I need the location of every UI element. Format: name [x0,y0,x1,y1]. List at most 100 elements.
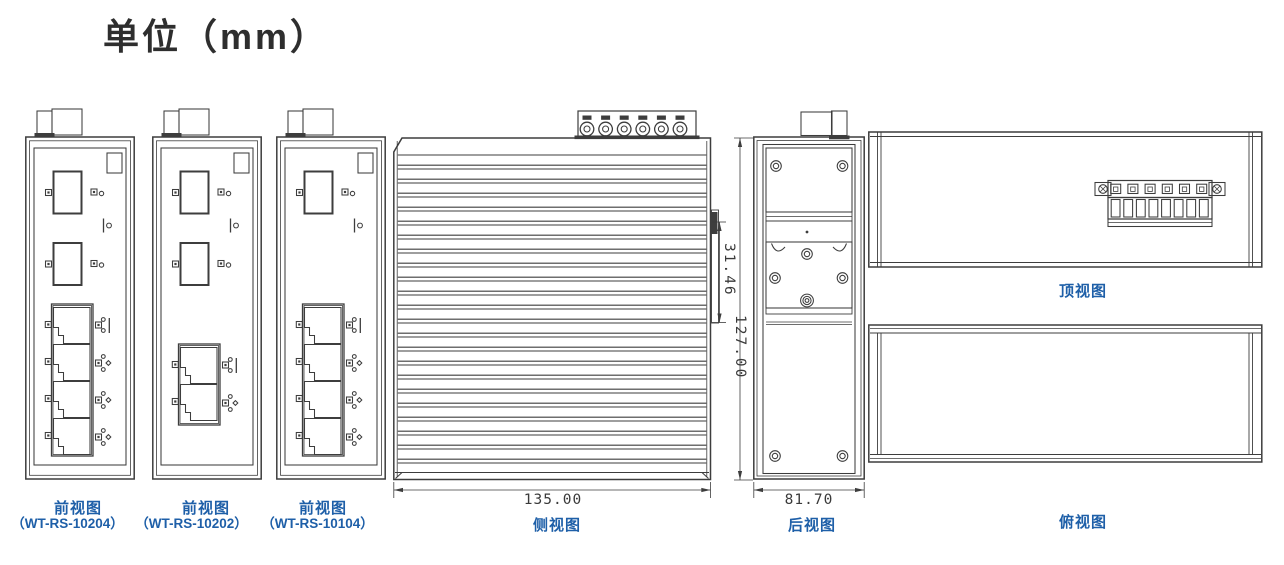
port-indicator [44,260,53,268]
terminal-screw [598,114,614,137]
front-view-10104-label: 前视图 [298,500,347,517]
chassis-outline [152,136,262,480]
power-led [353,218,363,233]
spring-hook [771,243,786,252]
led-indicator [223,358,237,373]
port-indicator [44,394,52,403]
top-connector [800,110,850,140]
bottom-view-drawing [868,324,1263,463]
screw [836,272,849,284]
top-connector [285,108,334,137]
sfp-port-1 [171,170,231,215]
led-indicator [96,392,111,409]
width-dimension-line [753,482,865,498]
back-view-label: 后视图 [787,517,836,534]
port-indicator [295,357,303,366]
chassis-outline [868,324,1263,463]
port-indicator [171,188,180,197]
led-indicator [91,189,104,196]
terminal-screw [653,114,669,137]
chassis-outline [276,136,386,480]
rj45-port [179,383,218,422]
top-connector [161,108,210,137]
body-height-dimension-line [734,137,753,481]
front-view-10204-model: （WT-RS-10204） [11,516,124,531]
front-view-10204-drawing [25,108,135,480]
din-clip-plate [765,241,853,325]
sfp-port-2 [171,242,231,286]
front-view-10202-drawing [152,108,262,480]
screw [800,293,814,308]
spring-hook [832,243,847,252]
back-view-drawing [753,110,865,498]
rj45-port-block [171,343,238,426]
front-view-10104-drawing [276,108,386,480]
din-rail-clip-side [710,209,719,324]
rj45-port [52,343,91,382]
terminal-screw [579,114,595,137]
led-indicator [218,261,231,268]
port-indicator [171,360,179,369]
chassis-outline [868,131,1263,268]
vertical-dimensions [712,137,753,481]
front-view-10204-label: 前视图 [53,500,102,517]
led-indicator [342,189,355,196]
led-indicator [96,318,110,333]
terminal-block-top [1094,179,1226,228]
screw [769,450,781,462]
port-indicator [295,188,304,197]
din-rail-band [765,211,853,243]
front-panel [284,147,378,466]
panel-cutout [233,152,250,174]
front-view-10202-label: 前视图 [181,500,230,517]
power-terminal-block [574,110,700,140]
front-panel [33,147,127,466]
front-view-10104-model: （WT-RS-10104） [261,516,374,531]
terminal-screw [635,114,651,137]
port-indicator [44,188,53,197]
mounting-ear [1208,181,1226,197]
power-led [102,218,112,233]
top-connector [34,108,83,137]
rj45-port [52,417,91,456]
port-indicator [44,431,52,440]
rj45-port [303,343,342,382]
rj45-port [303,380,342,419]
heatsink-fins [397,153,707,465]
upper-mounting-plate [765,147,853,213]
rj45-port [179,346,218,385]
port-indicator [171,397,179,406]
led-indicator [223,395,238,412]
led-indicator [347,429,362,446]
sfp-port-1 [44,170,104,215]
page-title: 单位（mm） [103,16,330,57]
port-indicator [171,260,180,268]
led-indicator [96,355,111,372]
port-indicator [44,357,52,366]
rj45-port [52,380,91,419]
width-dimension-line [393,482,711,498]
top-view-drawing [868,131,1263,268]
chassis-inner-line [756,140,862,477]
rj45-port [303,306,342,345]
front-panel [160,147,254,466]
screw [770,160,782,172]
back-panel [762,143,856,475]
port-indicator [44,320,52,329]
panel-cutout [106,152,123,174]
bottom-view-label: 俯视图 [1058,514,1107,531]
terminal-screw [672,114,688,137]
rj45-port [303,417,342,456]
chassis-outline [753,136,865,480]
top-view-label: 顶视图 [1058,283,1107,300]
screw [801,248,813,260]
side-view-drawing [393,110,719,498]
side-view-label: 侧视图 [532,517,581,534]
led-indicator [347,392,362,409]
clip-height-dimension-line [712,221,726,323]
led-indicator [347,318,361,333]
led-indicator [96,429,111,446]
chassis-inner-line [156,140,258,476]
side-width-dimension: 135.00 [523,492,583,508]
